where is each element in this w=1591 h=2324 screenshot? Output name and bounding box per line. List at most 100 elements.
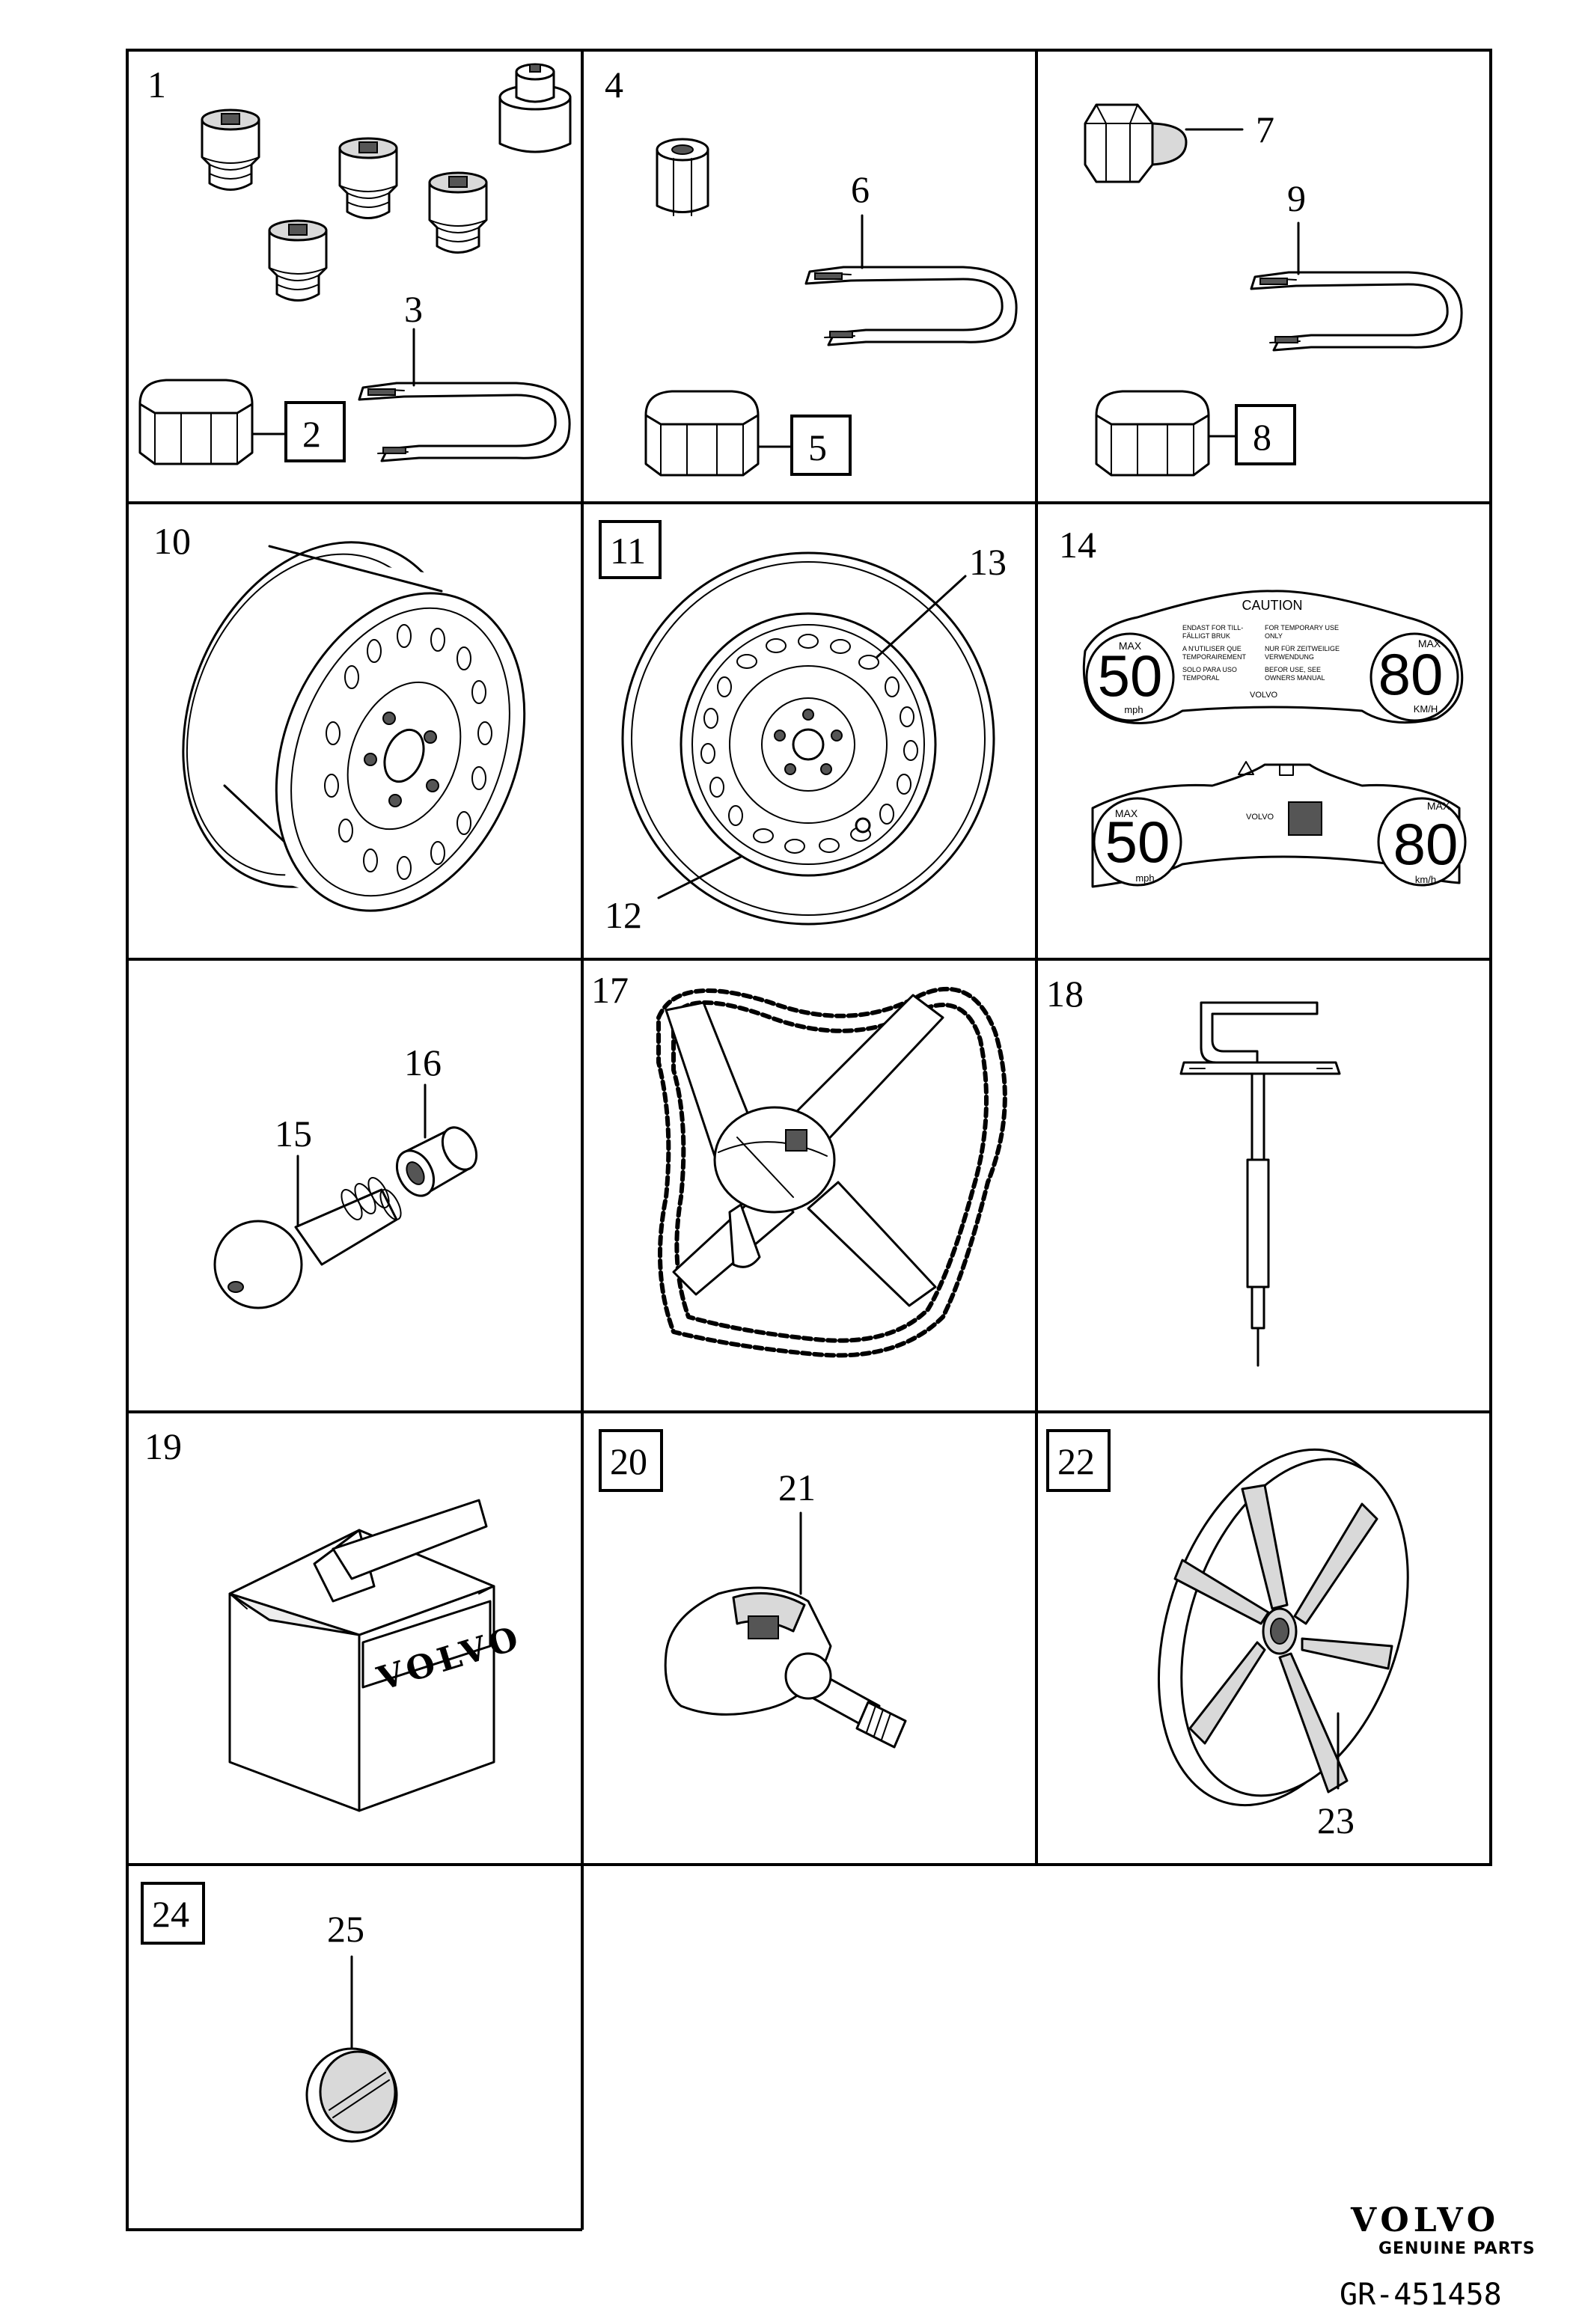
item-label-20: 20: [610, 1440, 647, 1482]
svg-text:mph: mph: [1124, 704, 1143, 715]
lock-bolt-2: [338, 137, 398, 219]
decal-caution: CAUTION: [1242, 598, 1303, 613]
panel-19-box: 19 VOLVO: [144, 1425, 527, 1812]
genuine-parts-label: GENUINE PARTS: [1378, 2239, 1536, 2258]
panel-22-hubcap: 22 23: [1046, 1429, 1409, 1841]
decal-bottom: MAX 50 mph MAX 80 km/h VOLVO: [1091, 761, 1467, 888]
item-label-17: 17: [591, 969, 629, 1011]
item-label-14: 14: [1059, 524, 1096, 566]
svg-text:OWNERS MANUAL: OWNERS MANUAL: [1265, 674, 1325, 682]
diagram-code: GR-451458: [1340, 2278, 1502, 2312]
item-label-13: 13: [969, 541, 1007, 583]
volvo-logo: VOLVO: [1350, 2201, 1500, 2239]
tread-gauge-icon: [1179, 1001, 1341, 1367]
boxed-label-22: [1046, 1429, 1111, 1492]
tpms-sensor-icon: [664, 1586, 907, 1749]
cap-removal-tool: [1250, 271, 1463, 352]
boxed-label-24: [141, 1882, 205, 1945]
decal-top-50: 50: [1098, 643, 1163, 709]
panel-7-nut-set: 7 8 9: [1084, 103, 1463, 477]
item-label-18: 18: [1046, 973, 1084, 1015]
svg-text:mph: mph: [1135, 872, 1154, 884]
item-label-5: 5: [808, 426, 827, 468]
item-label-16: 16: [404, 1042, 442, 1083]
panel-14-speed-decals: 14 CAUTION MAX 50 mph MAX 80 KM/H ENDAST…: [1059, 524, 1467, 888]
item-label-9: 9: [1287, 177, 1306, 219]
boxed-label-5: [790, 415, 852, 476]
panel-20-tpms: 20 21: [599, 1429, 907, 1749]
decal-bottom-80: 80: [1393, 811, 1459, 877]
item-label-3: 3: [404, 288, 423, 330]
svg-text:VOLVO: VOLVO: [1246, 813, 1274, 822]
svg-text:VERWENDUNG: VERWENDUNG: [1265, 653, 1314, 661]
svg-text:MAX: MAX: [1115, 807, 1138, 819]
bolt-cap-icon: [644, 390, 760, 477]
volvo-box-icon: VOLVO: [228, 1499, 527, 1812]
svg-text:ENDAST FOR TILL-: ENDAST FOR TILL-: [1182, 624, 1243, 632]
lock-bolt-4: [268, 219, 328, 302]
svg-text:MAX: MAX: [1418, 637, 1441, 649]
panel-17-snow-chains: 17: [591, 969, 1007, 1358]
panel-11-spare-wheel: 11: [599, 520, 1007, 936]
svg-text:SOLO PARA USO: SOLO PARA USO: [1182, 666, 1237, 673]
valve-cap-icon: [395, 1126, 478, 1197]
svg-text:A N'UTILISER QUE: A N'UTILISER QUE: [1182, 645, 1242, 652]
hubcap-icon: [1157, 1448, 1409, 1807]
item-label-8: 8: [1253, 416, 1271, 458]
item-label-21: 21: [778, 1467, 816, 1508]
item-label-19: 19: [144, 1425, 182, 1467]
item-label-11: 11: [610, 530, 646, 572]
item-label-12: 12: [605, 894, 642, 936]
item-label-6: 6: [851, 168, 870, 210]
svg-text:KM/H: KM/H: [1414, 703, 1438, 715]
item-label-23: 23: [1317, 1799, 1355, 1841]
item-label-10: 10: [153, 520, 191, 562]
cone-nut: [1084, 103, 1188, 183]
svg-text:TEMPORAIREMENT: TEMPORAIREMENT: [1182, 653, 1247, 661]
item-label-4: 4: [605, 64, 623, 106]
lock-bolt-1: [201, 108, 260, 191]
cap-removal-tool: [358, 382, 571, 462]
svg-text:NUR FÜR ZEITWEILIGE: NUR FÜR ZEITWEILIGE: [1265, 645, 1340, 652]
panel-10-steel-rim: 10: [153, 520, 526, 912]
decal-bottom-50: 50: [1105, 809, 1170, 875]
lock-key-adapter: [498, 63, 572, 153]
item-label-22: 22: [1057, 1440, 1095, 1482]
panel-4-nut-set: 4 5 6: [605, 64, 1018, 477]
panel-24-center-cap: 24 25: [141, 1882, 398, 2143]
svg-text:TEMPORAL: TEMPORAL: [1182, 674, 1220, 682]
boxed-label-20: [599, 1429, 663, 1492]
item-label-15: 15: [275, 1113, 312, 1155]
wheel-nut: [656, 138, 709, 216]
svg-text:BEFOR USE, SEE: BEFOR USE, SEE: [1265, 666, 1321, 673]
bolt-cap-icon: [138, 379, 254, 465]
lock-bolt-3: [428, 171, 488, 254]
svg-text:ONLY: ONLY: [1265, 632, 1283, 640]
snow-chain-icon: [656, 986, 1007, 1358]
item-label-7: 7: [1256, 108, 1274, 150]
svg-text:MAX: MAX: [1427, 800, 1450, 812]
decal-top: CAUTION MAX 50 mph MAX 80 KM/H ENDAST FO…: [1082, 590, 1464, 724]
boxed-label-11: [599, 520, 662, 579]
panel-18-tread-gauge: 18: [1046, 973, 1341, 1367]
grid-frame: [126, 49, 1492, 2231]
bolt-cap-icon: [1095, 390, 1210, 477]
svg-text:FÄLLIGT BRUK: FÄLLIGT BRUK: [1182, 632, 1230, 640]
panel-15-valve: 15 16: [213, 1042, 478, 1309]
spare-wheel-icon: [621, 551, 995, 926]
footer: VOLVO GENUINE PARTS GR-451458: [1340, 2201, 1536, 2312]
svg-text:km/h: km/h: [1415, 874, 1436, 885]
decal-top-80: 80: [1378, 641, 1444, 707]
item-label-25: 25: [327, 1908, 364, 1950]
steel-rim-icon: [182, 541, 526, 912]
svg-text:MAX: MAX: [1119, 640, 1142, 652]
valve-stem-icon: [213, 1177, 402, 1309]
svg-text:VOLVO: VOLVO: [1250, 691, 1278, 700]
panel-1-locking-bolts: 1: [138, 63, 572, 465]
boxed-label-2: [284, 401, 346, 462]
item-label-24: 24: [152, 1893, 189, 1935]
svg-text:FOR TEMPORARY USE: FOR TEMPORARY USE: [1265, 624, 1339, 632]
item-label-1: 1: [147, 64, 166, 106]
boxed-label-8: [1235, 404, 1296, 465]
